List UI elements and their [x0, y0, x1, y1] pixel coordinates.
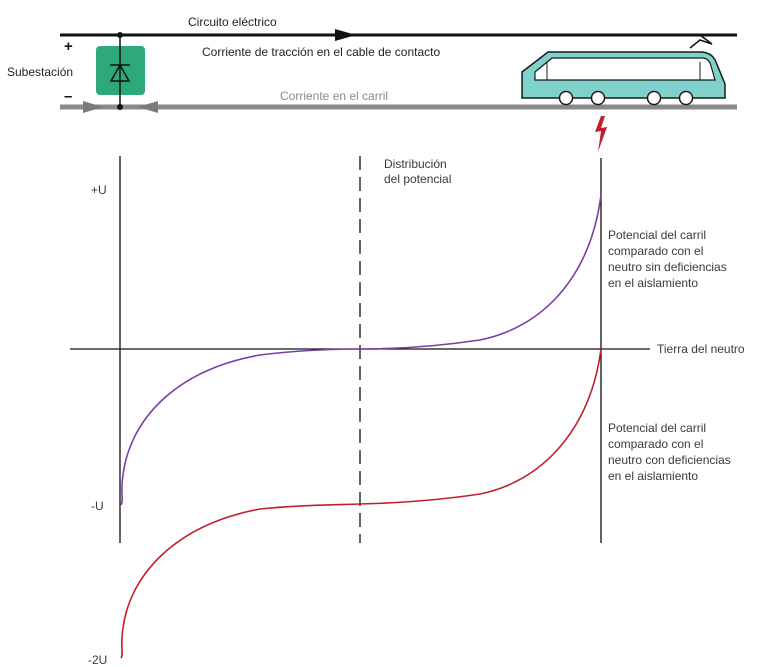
faulty-curve-label-line-3: neutro con deficiencias [608, 453, 731, 467]
traction-current-label: Corriente de tracción en el cable de con… [202, 45, 440, 59]
healthy-curve-label: Potencial del carril comparado con el ne… [608, 228, 730, 290]
pantograph [689, 34, 713, 49]
lightning-bolt-icon [595, 116, 607, 152]
y-label-minus-2u: -2U [88, 653, 107, 667]
plus-sign: + [64, 38, 73, 55]
junction-top [117, 32, 123, 38]
potential-graph: Tierra del neutro +U -U -2U Distribución… [70, 156, 745, 667]
y-label-plus-u: +U [91, 183, 107, 197]
healthy-curve-label-line-4: en el aislamiento [608, 276, 698, 290]
rail-arrow-right [138, 101, 158, 113]
rail-current-label: Corriente en el carril [280, 89, 388, 103]
faulty-curve-label-line-4: en el aislamiento [608, 469, 698, 483]
circuit-overview: Circuito eléctrico Corriente de tracción… [7, 15, 737, 152]
healthy-potential-curve [120, 194, 602, 506]
healthy-curve-label-line-1: Potencial del carril [608, 228, 706, 242]
healthy-curve-label-line-2: comparado con el [608, 244, 703, 258]
healthy-curve-label-line-3: neutro sin deficiencias [608, 260, 727, 274]
y-label-minus-u: -U [91, 499, 104, 513]
neutral-label: Tierra del neutro [657, 342, 745, 356]
tram-icon [521, 51, 726, 106]
rail-arrow-left [83, 101, 103, 113]
faulty-potential-curve [120, 348, 602, 659]
faulty-curve-label-line-1: Potencial del carril [608, 421, 706, 435]
minus-sign: – [64, 88, 72, 105]
diode-icon [109, 46, 131, 95]
junction-bottom [117, 104, 123, 110]
faulty-curve-label-line-2: comparado con el [608, 437, 703, 451]
circuit-label: Circuito eléctrico [188, 15, 277, 29]
circuit-direction-arrow [335, 29, 356, 41]
distribution-label: Distribución del potencial [384, 157, 451, 186]
faulty-curve-label: Potencial del carril comparado con el ne… [608, 421, 734, 483]
distribution-label-line-1: Distribución [384, 157, 447, 171]
substation-label: Subestación [7, 65, 73, 79]
distribution-label-line-2: del potencial [384, 172, 451, 186]
